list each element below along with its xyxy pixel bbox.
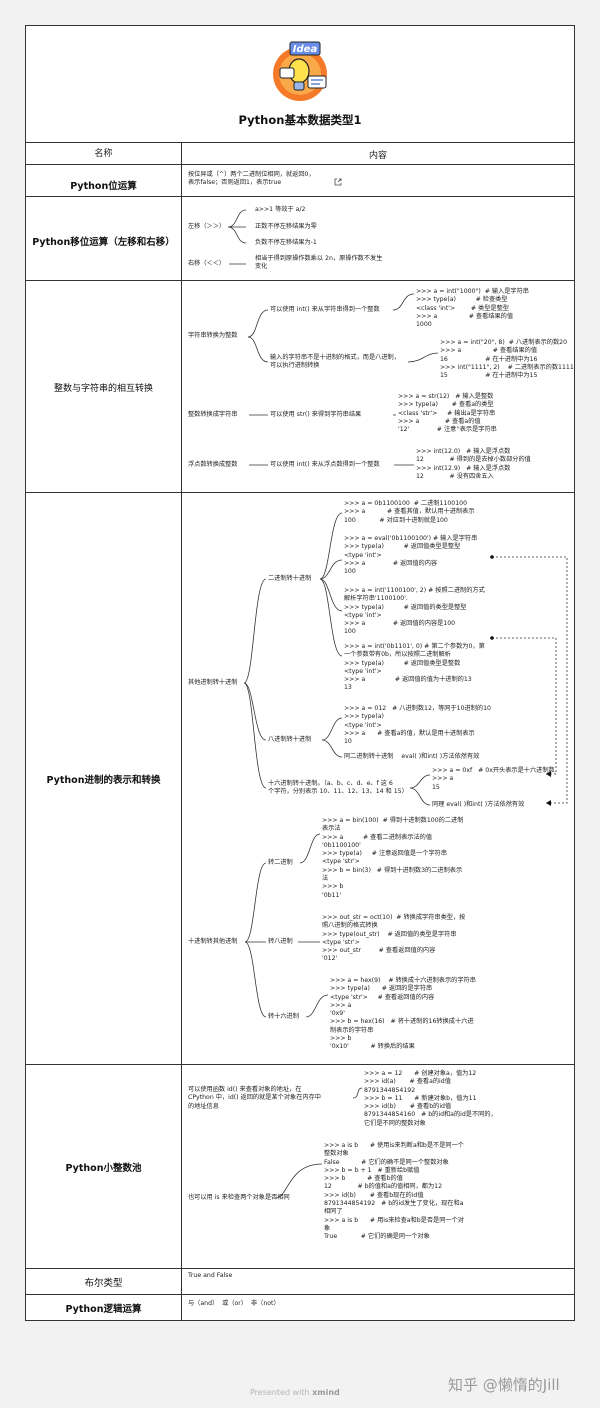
divider bbox=[26, 142, 574, 143]
conv-f2i: 浮点数转换成整数 bbox=[188, 461, 238, 468]
conv-s2i-a-code: >>> a = int("1000") # 输入是字符串 >>> type(a)… bbox=[416, 288, 529, 329]
shift-left-2: 正数不停左移结果为零 bbox=[255, 223, 317, 230]
base-h2: 同理 eval( )和int( )方法依然有效 bbox=[432, 801, 525, 808]
lightbulb-idea-icon: Idea bbox=[273, 41, 327, 101]
header-content: 内容 bbox=[368, 151, 387, 161]
conv-i2s-a: 可以使用 str() 来得到字符串结果 bbox=[270, 411, 362, 418]
base-b1: >>> a = 0b1100100 # 二进制1100100 >>> a # 查… bbox=[344, 500, 475, 524]
base-b3: >>> a = int('1100100', 2) # 按照二进制的方式 解析字… bbox=[344, 587, 485, 636]
shift-right-label: 右移（＜＜） bbox=[188, 260, 226, 267]
divider bbox=[26, 1064, 574, 1065]
row-name-bool: 布尔类型 bbox=[84, 1278, 123, 1289]
divider bbox=[26, 492, 574, 493]
conv-i2s: 整数转换成字符串 bbox=[188, 411, 238, 418]
bit-op-text: 按位异或（^）两个二进制位相同，就返回0， 表示false；否则返回1，表示tr… bbox=[188, 171, 315, 187]
presented-text: Presented with bbox=[250, 1388, 310, 1397]
shift-left-3: 负数不停左移结果为-1 bbox=[255, 239, 317, 246]
conv-s2i-a: 可以使用 int() 来从字符串得到一个整数 bbox=[270, 306, 380, 313]
divider bbox=[26, 280, 574, 281]
row-name-logic: Python逻辑运算 bbox=[65, 1304, 142, 1315]
external-link-icon[interactable] bbox=[334, 178, 342, 186]
row-name-bit: Python位运算 bbox=[70, 181, 137, 192]
divider bbox=[26, 1268, 574, 1269]
xmind-brand: xmind bbox=[312, 1388, 340, 1397]
shift-left-label: 左移（＞＞） bbox=[188, 223, 226, 230]
base-tobin: 转二进制 bbox=[268, 859, 293, 866]
base-th1: >>> a = hex(9) # 转换成十六进制表示的字符串 >>> type(… bbox=[330, 977, 476, 1051]
base-b2: >>> a = eval('0b1100100') # 输入是字符串 >>> t… bbox=[344, 535, 478, 576]
connector-lines bbox=[227, 209, 568, 1199]
bool-text: True and False bbox=[188, 1272, 233, 1279]
row-name-conv: 整数与字符串的相互转换 bbox=[53, 384, 153, 394]
mindmap-sheet: Idea Python基本数据类型1 名称 内容 Python位运算 Pytho… bbox=[25, 25, 575, 1321]
base-other2dec: 其他进制转十进制 bbox=[188, 679, 238, 686]
divider bbox=[26, 196, 574, 197]
pool-p1-code: >>> a = 12 # 创建对象a，值为12 >>> id(a) # 查看a的… bbox=[364, 1070, 497, 1127]
conv-s2i-b: 输入的字符串不是十进制的格式，而是八进制， 可以执行进制转换 bbox=[270, 354, 400, 370]
base-bin2dec: 二进制转十进制 bbox=[268, 575, 312, 582]
divider bbox=[26, 164, 574, 165]
base-h1: >>> a = 0xf # 0x开头表示是十六进制数 >>> a 15 bbox=[432, 767, 555, 791]
row-name-pool: Python小整数池 bbox=[65, 1163, 142, 1174]
base-tooct: 转八进制 bbox=[268, 938, 293, 945]
logic-text: 与（and） 或（or） 非（not） bbox=[188, 1300, 280, 1307]
base-o2: 同二进制转十进制 eval( )和int( )方法依然有效 bbox=[344, 753, 480, 760]
base-dec2other: 十进制转其他进制 bbox=[188, 938, 238, 945]
presented-with: Presented with xmind bbox=[250, 1388, 340, 1397]
page-title: Python基本数据类型1 bbox=[238, 113, 362, 127]
base-hex2dec: 十六进制转十进制。（a、b、c、d、e、f 这 6 个字符，分别表示 10、11… bbox=[268, 780, 408, 796]
pool-p1: 可以使用函数 id() 来查看对象的地址，在 CPython 中，id() 返回… bbox=[188, 1086, 321, 1110]
conv-i2s-a-code: >>> a = str(12) # 输入是整数 >>> type(a) # 查看… bbox=[398, 393, 497, 434]
conv-s2i: 字符串转换为整数 bbox=[188, 332, 238, 339]
watermark: 知乎 @懒惰的Jill bbox=[448, 1376, 560, 1394]
base-tb1: >>> a = bin(100) # 得到十进制数100的二进制 表示法 >>>… bbox=[322, 817, 464, 899]
column-divider bbox=[181, 142, 182, 1320]
header-name: 名称 bbox=[94, 149, 113, 159]
logo-text: Idea bbox=[293, 44, 318, 55]
conv-f2i-a: 可以使用 int() 来从浮点数得到一个整数 bbox=[270, 461, 380, 468]
row-name-base: Python进制的表示和转换 bbox=[46, 775, 161, 786]
base-o1: >>> a = 012 # 八进制数12，等同于10进制的10 >>> type… bbox=[344, 705, 491, 746]
base-b4: >>> a = int('0b1101', 0) # 第二个参数为0，第 一个参… bbox=[344, 643, 485, 692]
base-to1: >>> out_str = oct(10) # 转换成字符串类型，按 照八进制的… bbox=[322, 914, 466, 963]
conv-s2i-b-code: >>> a = int("20", 8) # 八进制表示的数20 >>> a #… bbox=[440, 339, 574, 380]
row-name-shift: Python移位运算（左移和右移） bbox=[32, 237, 175, 248]
shift-right-1: 相当于得到原操作数乘以 2n，原操作数不发生 变化 bbox=[255, 255, 383, 271]
base-oct2dec: 八进制转十进制 bbox=[268, 736, 312, 743]
pool-p2: 也可以用 is 来检查两个对象是否相同 bbox=[188, 1194, 290, 1201]
base-tohex: 转十六进制 bbox=[268, 1013, 299, 1020]
shift-left-1: a>>1 等效于 a/2 bbox=[255, 206, 306, 213]
conv-f2i-a-code: >>> int(12.0) # 输入是浮点数 12 # 得到的是去掉小数部分的值… bbox=[416, 448, 531, 480]
divider bbox=[26, 1294, 574, 1295]
pool-p2-code: >>> a is b # 使用is来判断a和b是不是同一个 整数对象 False… bbox=[324, 1142, 464, 1241]
